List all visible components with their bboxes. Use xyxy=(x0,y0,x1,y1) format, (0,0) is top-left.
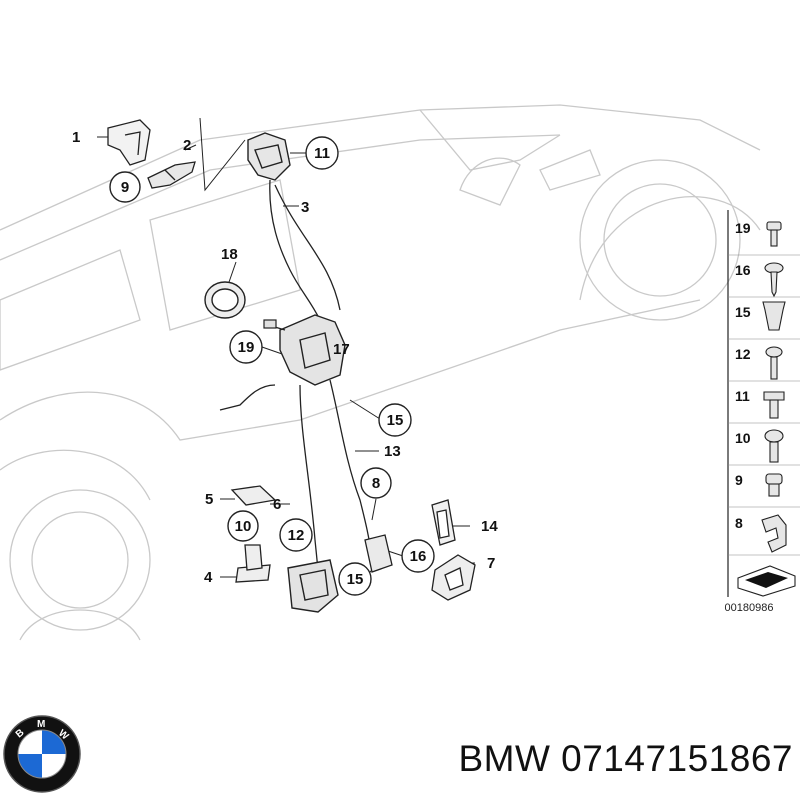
callout-15b-circle xyxy=(338,562,372,596)
callout-10: 10 xyxy=(235,518,252,535)
callout-11: 11 xyxy=(314,145,330,162)
callout-3: 3 xyxy=(301,199,309,216)
legend-label-15: 15 xyxy=(735,304,751,320)
legend-label-16: 16 xyxy=(735,262,751,278)
callout-6: 6 xyxy=(273,496,281,513)
callout-5: 5 xyxy=(205,491,213,508)
callout-9: 9 xyxy=(121,179,129,196)
bolt-11-icon xyxy=(763,391,785,419)
car-outline xyxy=(0,104,761,641)
footer-part-number: BMW 07147151867 xyxy=(458,738,793,779)
callout-13: 13 xyxy=(384,443,401,460)
part-7-bracket xyxy=(431,554,476,601)
screw-10-icon xyxy=(764,429,784,463)
callout-8: 8 xyxy=(372,475,380,492)
bmw-roundel-icon: B M W xyxy=(3,715,81,793)
callout-8-circle xyxy=(360,467,392,499)
fastener-legend: 19 16 15 12 11 10 9 8 xyxy=(727,210,800,597)
part-1-bracket xyxy=(107,119,151,166)
part-12-lock-lower xyxy=(287,559,339,613)
nut-9-icon xyxy=(765,473,783,497)
callout-4: 4 xyxy=(204,569,213,586)
drawing-code: 00180986 xyxy=(724,602,774,614)
callout-9-circle xyxy=(109,171,141,203)
legend-label-11: 11 xyxy=(735,388,750,404)
part-3-cable xyxy=(269,179,341,321)
callout-12: 12 xyxy=(288,527,305,544)
callout-16: 16 xyxy=(410,548,427,565)
legend-label-19: 19 xyxy=(735,220,751,236)
callout-12-circle xyxy=(279,518,313,552)
clip-8-icon xyxy=(761,514,787,553)
legend-label-10: 10 xyxy=(735,430,751,446)
screw-19-icon xyxy=(766,221,782,247)
callout-15b: 15 xyxy=(347,571,364,588)
callout-11-circle xyxy=(305,136,339,170)
legend-label-12: 12 xyxy=(735,346,751,362)
screw-16-icon xyxy=(764,262,784,298)
part-5-bracket xyxy=(230,485,277,506)
part-14-frame xyxy=(431,499,456,546)
callout-10-circle xyxy=(227,510,259,542)
legend-label-8: 8 xyxy=(735,515,743,531)
clip-15-icon xyxy=(762,301,786,331)
part-19-small xyxy=(263,319,277,329)
part-2-handle xyxy=(147,161,196,189)
callout-15a-circle xyxy=(378,403,412,437)
arrow-symbol-icon xyxy=(737,565,796,597)
part-16-bracket xyxy=(364,534,393,573)
callout-7: 7 xyxy=(487,555,495,572)
callout-17: 17 xyxy=(333,341,350,358)
part-11-lock-upper xyxy=(247,132,291,181)
part-4-bracket xyxy=(235,544,271,583)
part-18-ring xyxy=(204,281,246,319)
part-17-lock-main xyxy=(267,314,346,386)
callout-18: 18 xyxy=(221,246,238,263)
callout-labels: 1 2 3 4 5 6 7 8 9 10 11 12 13 14 15 15 1… xyxy=(72,129,498,596)
callout-19: 19 xyxy=(238,339,255,356)
callout-16-circle xyxy=(401,539,435,573)
callout-1: 1 xyxy=(72,129,80,146)
callout-19-circle xyxy=(229,330,263,364)
logo-letter-m: M xyxy=(37,719,45,730)
callout-15a: 15 xyxy=(387,412,404,429)
legend-label-9: 9 xyxy=(735,472,743,488)
callout-2: 2 xyxy=(183,137,191,154)
callout-14: 14 xyxy=(481,518,498,535)
bolt-12-icon xyxy=(765,346,783,380)
